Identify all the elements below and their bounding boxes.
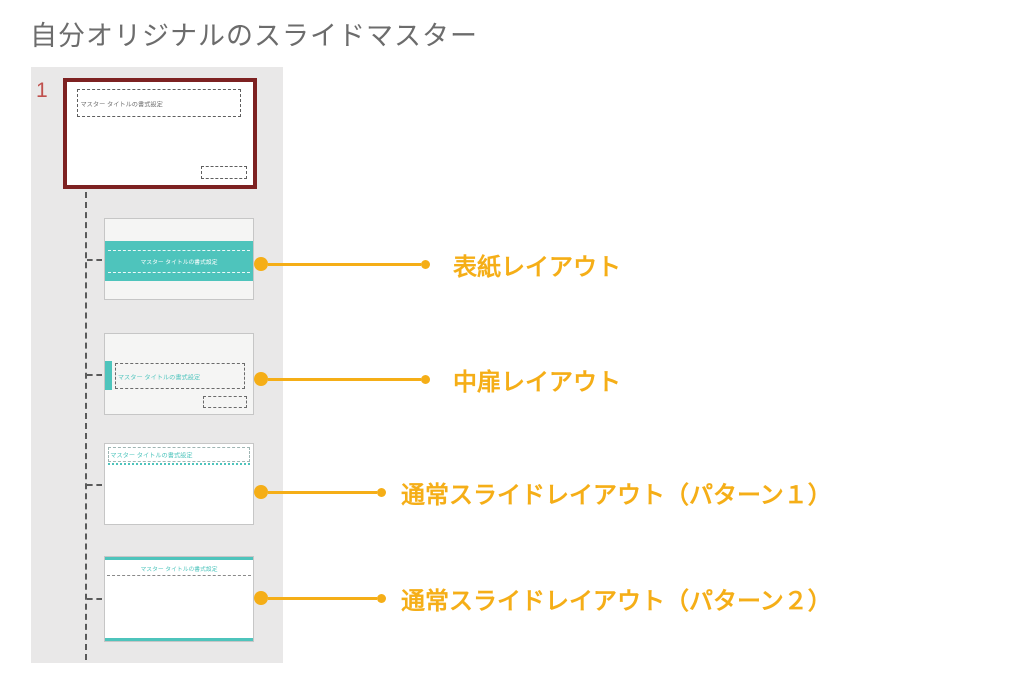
section-divider-layout-thumbnail[interactable]: マスター タイトルの書式設定 [104,333,254,415]
callout-line [268,377,421,381]
tree-elbow-2 [87,374,102,376]
callout-line [268,596,377,600]
section-accent-bar [105,361,112,390]
callout-normal-layout-2: 通常スライドレイアウト（パターン２） [254,583,832,615]
layout-tree-line [85,192,87,660]
callout-label-section: 中扉レイアウト [453,368,621,396]
callout-line [268,262,421,266]
callout-dot-left-icon [254,485,268,499]
master-title-placeholder: マスター タイトルの書式設定 [77,89,241,117]
tree-elbow-1 [87,259,102,261]
callout-label-pattern1: 通常スライドレイアウト（パターン１） [401,481,832,509]
callout-dot-right-icon [421,259,430,269]
pattern2-top-accent-line [105,557,253,560]
callout-dot-left-icon [254,591,268,605]
pattern1-title-placeholder-text: マスター タイトルの書式設定 [110,452,193,460]
slide-number: 1 [36,79,48,102]
pattern2-divider-dash-line [107,575,251,576]
callout-dot-right-icon [377,487,386,497]
callout-section-layout: 中扉レイアウト [254,364,621,396]
pattern1-title-placeholder: マスター タイトルの書式設定 [108,447,250,462]
callout-line [268,490,377,494]
pattern2-title-placeholder: マスター タイトルの書式設定 [105,561,253,576]
section-title-placeholder-text: マスター タイトルの書式設定 [117,373,201,381]
cover-layout-thumbnail[interactable]: マスター タイトルの書式設定 [104,218,254,300]
callout-cover-layout: 表紙レイアウト [254,249,621,281]
cover-title-placeholder-text: マスター タイトルの書式設定 [140,258,218,266]
section-title-placeholder: マスター タイトルの書式設定 [115,363,245,389]
slide-master-thumbnail-panel: 1 マスター タイトルの書式設定 マスター タイトルの書式設定 マ [31,67,283,663]
callout-dot-right-icon [421,374,430,384]
master-title-placeholder-text: マスター タイトルの書式設定 [80,100,163,108]
section-footer-placeholder [203,396,247,408]
tree-elbow-3 [87,484,102,486]
callout-label-cover: 表紙レイアウト [453,253,621,281]
cover-title-placeholder: マスター タイトルの書式設定 [108,249,250,273]
normal-layout-pattern1-thumbnail[interactable]: マスター タイトルの書式設定 [104,443,254,525]
tree-elbow-4 [87,598,102,600]
master-slide-thumbnail[interactable]: マスター タイトルの書式設定 [63,78,257,189]
pattern2-bottom-accent-line [105,638,253,641]
callout-dot-left-icon [254,257,268,271]
cover-title-band: マスター タイトルの書式設定 [105,241,253,281]
pattern1-title-underline [108,463,250,465]
callout-dot-right-icon [377,593,386,603]
callout-label-pattern2: 通常スライドレイアウト（パターン２） [401,587,832,615]
callout-dot-left-icon [254,372,268,386]
callout-normal-layout-1: 通常スライドレイアウト（パターン１） [254,477,832,509]
normal-layout-pattern2-thumbnail[interactable]: マスター タイトルの書式設定 [104,556,254,642]
page-title: 自分オリジナルのスライドマスター [30,21,478,51]
master-footer-placeholder [201,166,247,179]
pattern2-title-placeholder-text: マスター タイトルの書式設定 [140,566,218,573]
